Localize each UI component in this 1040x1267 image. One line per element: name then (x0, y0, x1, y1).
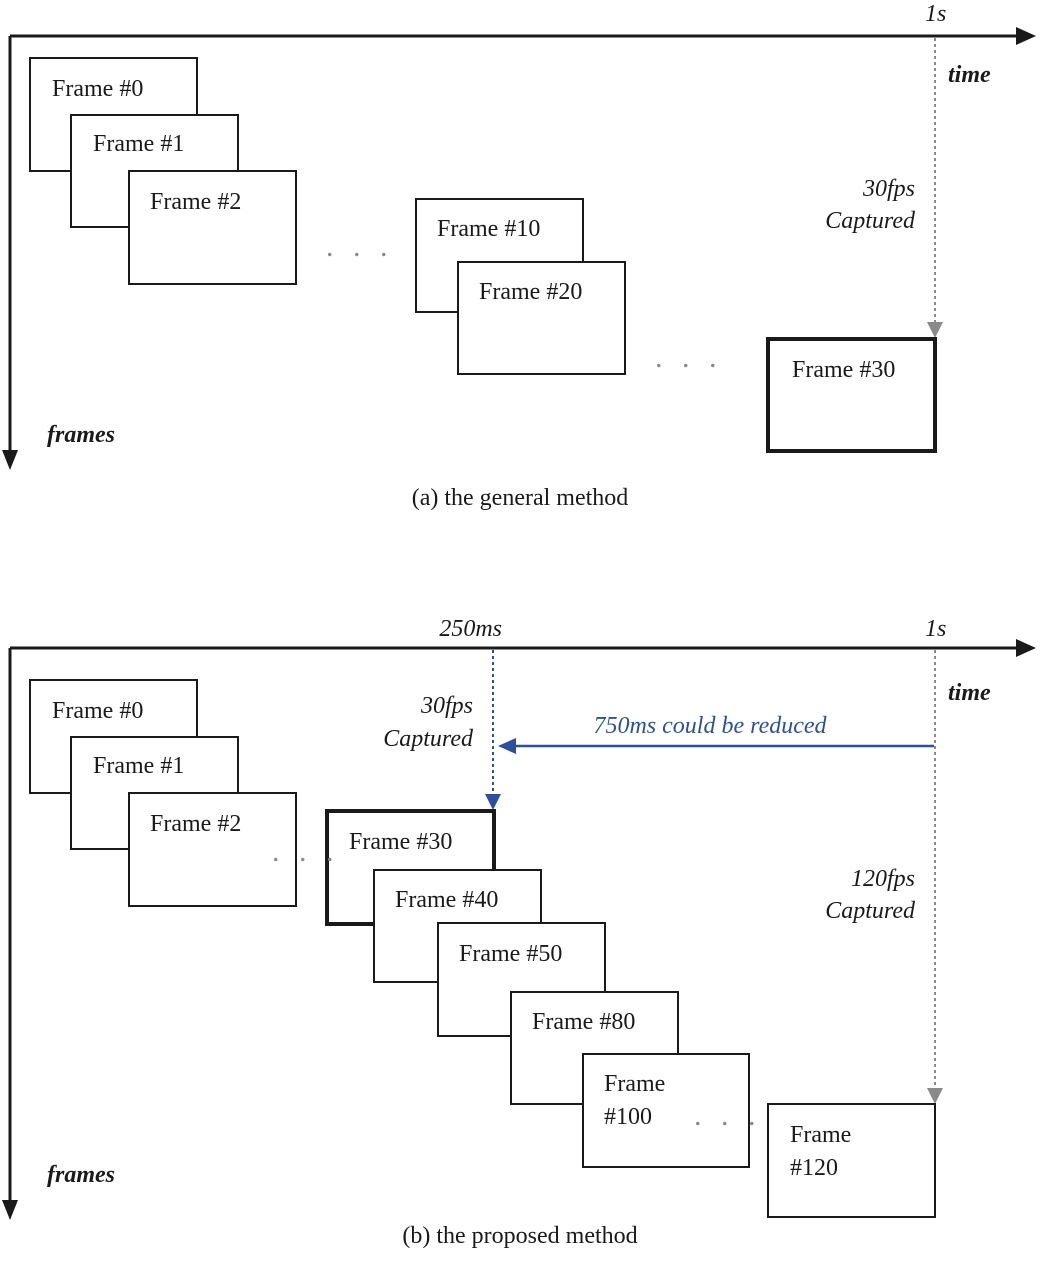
frame-label-a-2: Frame #2 (150, 189, 241, 215)
frames-axis-arrowhead-b (2, 1200, 18, 1220)
frame-label-b-120-line1: Frame (790, 1122, 851, 1148)
time-axis-label-a: time (948, 62, 991, 88)
rate-line1-a: 30fps (862, 176, 915, 202)
one-second-guide-arrowhead-a (927, 322, 943, 338)
time-axis-arrowhead-b (1016, 639, 1036, 657)
time-mark-b: 1s (925, 616, 946, 642)
rate120-line2-b: Captured (825, 898, 916, 924)
rate30-line2-b: Captured (383, 726, 474, 752)
frame-label-b-1: Frame #1 (93, 753, 184, 779)
frame-label-a-20: Frame #20 (479, 279, 582, 305)
time-axis-label-b: time (948, 680, 991, 706)
frame-label-a-30: Frame #30 (792, 357, 895, 383)
frame-label-b-100-line1: Frame (604, 1071, 665, 1097)
ellipsis-a-1: . . . (326, 230, 394, 263)
frame-label-a-10: Frame #10 (437, 216, 540, 242)
time-axis-arrowhead-a (1016, 27, 1036, 45)
frame-label-b-100-line2: #100 (604, 1104, 652, 1130)
time-mark-a: 1s (925, 1, 946, 27)
one-second-guide-arrowhead-b (927, 1088, 943, 1104)
ellipsis-a-2: . . . (655, 341, 723, 374)
frame-label-b-30: Frame #30 (349, 829, 452, 855)
caption-b: (b) the proposed method (402, 1223, 637, 1249)
mark-250ms: 250ms (439, 616, 502, 642)
frame-box-a-30 (766, 337, 937, 453)
ellipsis-b-1: . . . (272, 835, 340, 868)
panel-b: Frame #0 Frame #1 Frame #2 Frame #30 Fra… (2, 616, 1036, 1249)
frame-label-b-2: Frame #2 (150, 811, 241, 837)
frames-axis-label-b: frames (47, 1162, 115, 1188)
rate30-line1-b: 30fps (420, 693, 473, 719)
frame-label-b-50: Frame #50 (459, 941, 562, 967)
frames-axis-label-a: frames (47, 422, 115, 448)
reduction-label: 750ms could be reduced (593, 713, 827, 739)
rate-line2-a: Captured (825, 208, 916, 234)
frame-box-b-2 (128, 792, 297, 907)
frame-label-b-0: Frame #0 (52, 698, 143, 724)
reduction-arrowhead (498, 738, 516, 754)
frame-label-b-40: Frame #40 (395, 887, 498, 913)
rate120-line1-b: 120fps (851, 866, 915, 892)
frame-box-b-100 (582, 1053, 750, 1168)
frame-box-a-20 (457, 261, 626, 375)
frame-box-a-2 (128, 170, 297, 285)
frame-box-b-120 (767, 1103, 936, 1218)
frame-label-b-80: Frame #80 (532, 1009, 635, 1035)
quarter-second-guide-arrowhead-b (485, 794, 501, 810)
frames-axis-arrowhead-a (2, 450, 18, 470)
ellipsis-b-2: . . . (694, 1099, 762, 1132)
caption-a: (a) the general method (412, 485, 629, 511)
frame-label-b-120-line2: #120 (790, 1155, 838, 1181)
panel-a: Frame #0 Frame #1 Frame #2 Frame #10 Fra… (2, 1, 1036, 511)
frame-label-a-0: Frame #0 (52, 76, 143, 102)
frame-label-a-1: Frame #1 (93, 131, 184, 157)
